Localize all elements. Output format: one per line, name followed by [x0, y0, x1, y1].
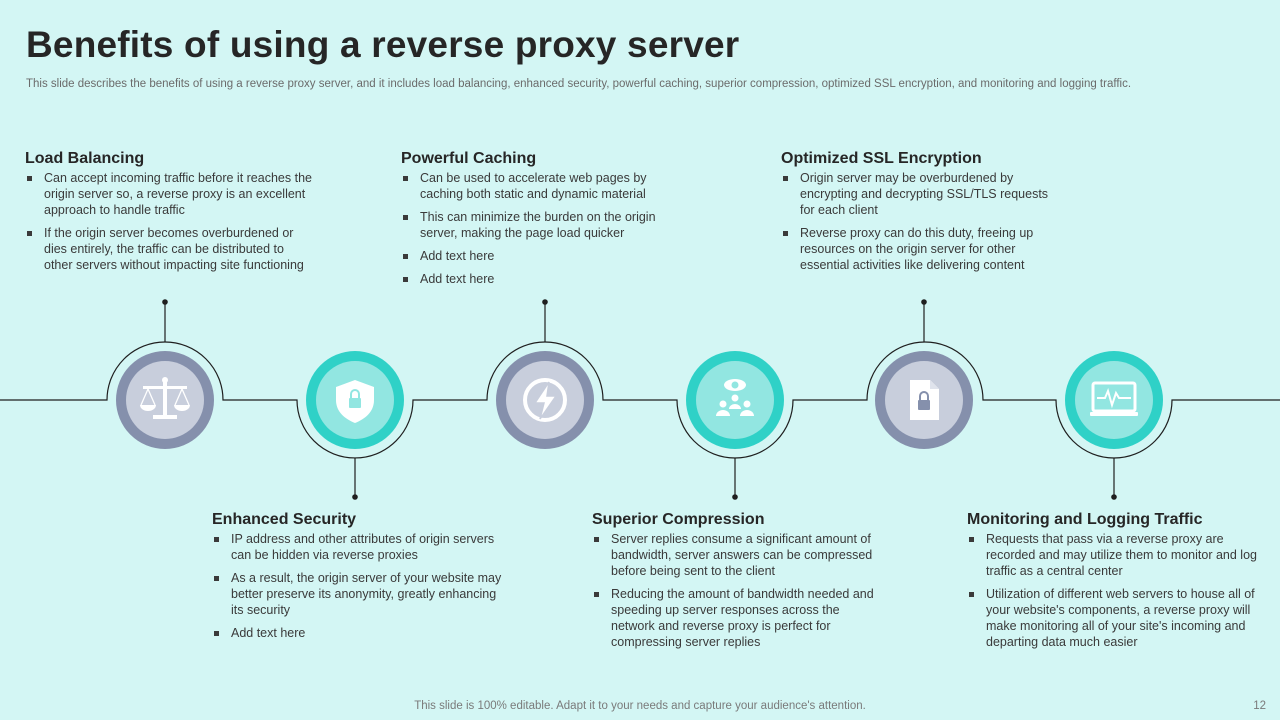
bullet-point: IP address and other attributes of origi… — [212, 531, 502, 563]
benefit-heading: Powerful Caching — [401, 150, 537, 167]
benefit-heading: Enhanced Security — [212, 511, 357, 528]
node-powerful-caching — [496, 351, 594, 449]
footer-note: This slide is 100% editable. Adapt it to… — [414, 700, 866, 712]
node-load-balancing — [116, 351, 214, 449]
benefit-superior-compression: Superior Compression Server replies cons… — [592, 511, 882, 657]
monitor-pulse-icon — [1090, 381, 1138, 416]
bullet-point: Server replies consume a significant amo… — [592, 531, 882, 579]
bullet-point: Add text here — [212, 625, 502, 641]
bullet-point: Add text here — [401, 271, 681, 287]
benefit-powerful-caching: Powerful Caching Can be used to accelera… — [401, 150, 681, 294]
secure-document-icon — [910, 380, 939, 420]
node-ssl-encryption — [875, 351, 973, 449]
scale-icon — [140, 377, 190, 419]
benefit-monitoring-logging: Monitoring and Logging Traffic Requests … — [967, 511, 1259, 657]
bullet-point: Can accept incoming traffic before it re… — [25, 170, 315, 218]
bullet-point: Origin server may be overburdened by enc… — [781, 170, 1066, 218]
node-enhanced-security — [306, 351, 404, 449]
shield-lock-icon — [336, 380, 374, 423]
benefit-enhanced-security: Enhanced Security IP address and other a… — [212, 511, 502, 648]
slide-title: Benefits of using a reverse proxy server — [26, 24, 740, 65]
benefit-heading: Monitoring and Logging Traffic — [967, 511, 1203, 528]
node-superior-compression — [686, 351, 784, 449]
node-monitoring-logging — [1065, 351, 1163, 449]
bullet-point: Requests that pass via a reverse proxy a… — [967, 531, 1259, 579]
bullet-point: This can minimize the burden on the orig… — [401, 209, 681, 241]
bullet-point: Add text here — [401, 248, 681, 264]
benefit-heading: Superior Compression — [592, 511, 765, 528]
page-number: 12 — [1253, 700, 1266, 712]
bullet-point: Can be used to accelerate web pages by c… — [401, 170, 681, 202]
benefit-ssl-encryption: Optimized SSL Encryption Origin server m… — [781, 150, 1066, 280]
benefit-heading: Load Balancing — [25, 150, 145, 167]
bullet-point: If the origin server becomes overburdene… — [25, 225, 315, 273]
slide-subtitle: This slide describes the benefits of usi… — [26, 78, 1132, 90]
bullet-point: Reducing the amount of bandwidth needed … — [592, 586, 882, 650]
benefit-heading: Optimized SSL Encryption — [781, 150, 982, 167]
lightning-icon — [523, 378, 567, 422]
bullet-point: As a result, the origin server of your w… — [212, 570, 502, 618]
team-network-icon — [716, 379, 754, 416]
benefit-load-balancing: Load Balancing Can accept incoming traff… — [25, 150, 315, 280]
bullet-point: Reverse proxy can do this duty, freeing … — [781, 225, 1066, 273]
timeline-line — [0, 341, 1280, 459]
bullet-point: Utilization of different web servers to … — [967, 586, 1259, 650]
